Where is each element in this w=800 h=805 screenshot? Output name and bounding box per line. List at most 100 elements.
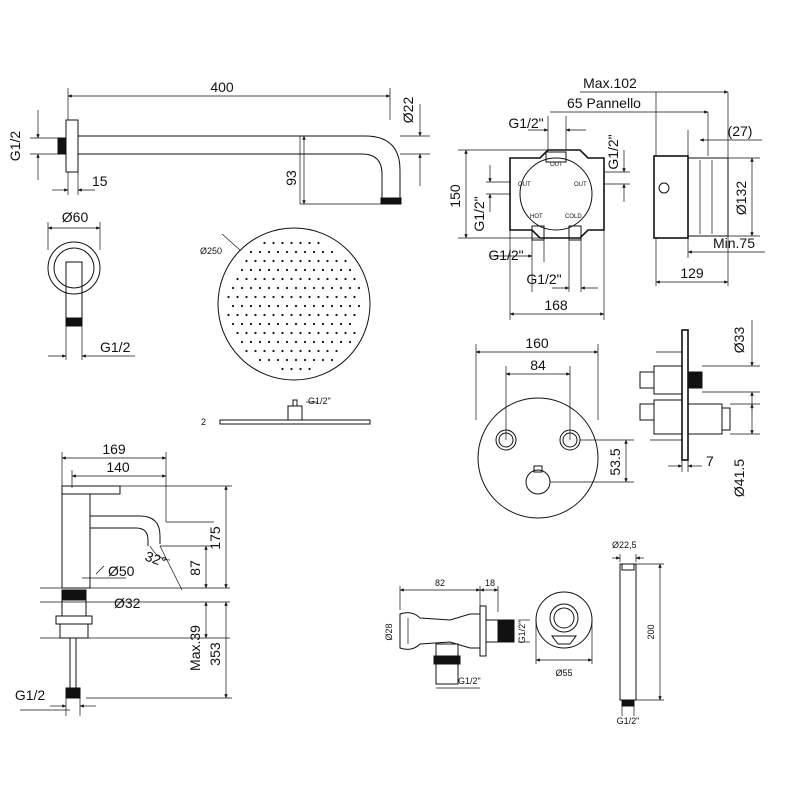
wall-outlet-thread-side: G1/2" xyxy=(517,621,527,644)
nozzle-dot xyxy=(285,286,289,290)
nozzle-dot xyxy=(299,349,302,353)
basin-mixer-reach-spout: 140 xyxy=(106,459,130,475)
nozzle-dot xyxy=(317,259,320,263)
nozzle-dot xyxy=(249,340,253,344)
valve-out-right: OUT xyxy=(574,182,587,188)
nozzle-dot xyxy=(231,304,235,308)
nozzle-dot xyxy=(258,250,262,254)
nozzle-dot xyxy=(281,295,284,299)
hand-shower-thread: G1/2" xyxy=(617,716,640,726)
trim-side-thickness: 7 xyxy=(706,453,714,469)
nozzle-dot xyxy=(240,286,244,290)
nozzle-dot xyxy=(353,313,356,317)
nozzle-dot xyxy=(245,313,248,317)
valve-side-panel: 65 Pannello xyxy=(567,95,641,111)
nozzle-dot xyxy=(272,277,275,281)
flange-drawing: Ø60 G1/2 xyxy=(47,209,135,360)
nozzle-dot xyxy=(317,277,320,281)
nozzle-dot xyxy=(272,295,275,299)
valve-out-left: OUT xyxy=(518,182,531,188)
nozzle-dot xyxy=(312,322,316,326)
nozzle-dot xyxy=(285,304,289,308)
wall-outlet-rosette: Ø55 xyxy=(555,668,572,678)
nozzle-dot xyxy=(294,358,298,362)
nozzle-dot xyxy=(308,241,311,245)
nozzle-dot xyxy=(308,259,311,263)
basin-mixer-angle: 32° xyxy=(143,548,168,570)
nozzle-dot xyxy=(276,268,280,272)
nozzle-dot xyxy=(258,286,262,290)
trim-side-diameter-bottom: Ø41.5 xyxy=(731,459,747,497)
nozzle-dot xyxy=(276,304,280,308)
valve-side-recess: (27) xyxy=(728,123,753,139)
valve-top-thread: G1/2" xyxy=(508,115,543,131)
nozzle-dot xyxy=(236,277,239,281)
nozzle-dot xyxy=(353,331,356,335)
wall-arm-diameter: Ø22 xyxy=(400,97,416,124)
nozzle-dot xyxy=(227,313,230,317)
flange-diameter: Ø60 xyxy=(62,209,89,225)
wall-arm-drop: 93 xyxy=(283,170,299,186)
valve-left-thread: G1/2" xyxy=(471,196,487,231)
nozzle-dot xyxy=(276,250,280,254)
wall-arm-length: 400 xyxy=(210,79,234,95)
nozzle-dot xyxy=(308,313,311,317)
nozzle-dot xyxy=(281,277,284,281)
nozzle-dot xyxy=(326,295,329,299)
nozzle-dot xyxy=(335,259,338,263)
nozzle-dot xyxy=(339,340,343,344)
nozzle-dot xyxy=(258,340,262,344)
nozzle-dot xyxy=(321,358,325,362)
nozzle-dot xyxy=(321,268,325,272)
shower-nozzles xyxy=(227,241,361,371)
nozzle-dot xyxy=(317,241,320,245)
nozzle-dot xyxy=(303,304,307,308)
nozzle-dot xyxy=(312,304,316,308)
nozzle-dot xyxy=(290,241,293,245)
basin-mixer-max-thickness: Max.39 xyxy=(187,625,203,671)
nozzle-dot xyxy=(258,358,262,362)
basin-mixer-drawing: 169 140 32° Ø50 Ø32 G1/2 1 xyxy=(15,441,232,716)
nozzle-dot xyxy=(240,322,244,326)
nozzle-dot xyxy=(240,268,244,272)
wall-outlet-drawing: 82 18 Ø28 G1/2" G1/2" Ø55 xyxy=(384,578,593,689)
valve-right-thread: G1/2" xyxy=(605,134,621,169)
nozzle-dot xyxy=(339,322,343,326)
nozzle-dot xyxy=(294,286,298,290)
nozzle-dot xyxy=(330,304,334,308)
nozzle-dot xyxy=(321,286,325,290)
nozzle-dot xyxy=(303,286,307,290)
nozzle-dot xyxy=(249,250,253,254)
nozzle-dot xyxy=(263,313,266,317)
wall-arm-drawing: 400 G1/2 15 Ø22 93 xyxy=(7,79,430,205)
nozzle-dot xyxy=(267,322,271,326)
hand-shower-drawing: Ø22,5 200 G1/2" xyxy=(612,540,664,726)
valve-side-depth: 129 xyxy=(680,265,704,281)
wall-arm-depth: 15 xyxy=(92,173,108,189)
nozzle-dot xyxy=(285,340,289,344)
nozzle-dot xyxy=(281,331,284,335)
trim-plate-spacing: 84 xyxy=(530,357,546,373)
shower-head-drawing: Ø250 G1/2" 2 xyxy=(200,227,371,427)
nozzle-dot xyxy=(227,295,230,299)
nozzle-dot xyxy=(321,304,325,308)
nozzle-dot xyxy=(249,322,253,326)
nozzle-dot xyxy=(245,349,248,353)
nozzle-dot xyxy=(317,331,320,335)
nozzle-dot xyxy=(308,277,311,281)
trim-plate-width: 160 xyxy=(525,335,549,351)
nozzle-dot xyxy=(308,367,311,371)
nozzle-dot xyxy=(303,358,307,362)
nozzle-dot xyxy=(344,331,347,335)
nozzle-dot xyxy=(231,322,235,326)
nozzle-dot xyxy=(267,304,271,308)
nozzle-dot xyxy=(290,367,293,371)
basin-mixer-base-diameter: Ø32 xyxy=(114,595,141,611)
nozzle-dot xyxy=(321,340,325,344)
nozzle-dot xyxy=(281,259,284,263)
nozzle-dot xyxy=(281,313,284,317)
nozzle-dot xyxy=(294,250,298,254)
nozzle-dot xyxy=(321,322,325,326)
nozzle-dot xyxy=(254,259,257,263)
